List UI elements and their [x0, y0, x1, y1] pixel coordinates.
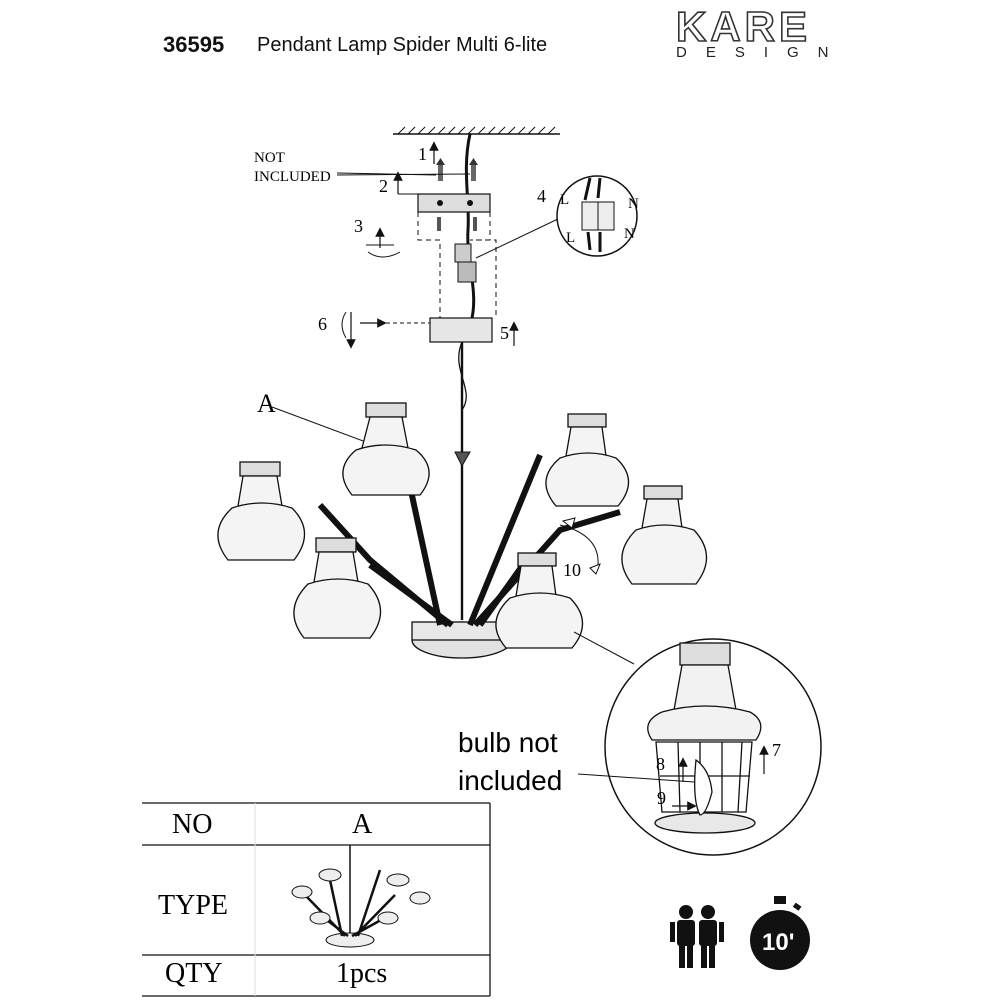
- table-row-value-qty: 1pcs: [336, 958, 387, 989]
- step-4-label: 4: [537, 186, 546, 206]
- not-included-line1: NOT: [254, 150, 285, 166]
- ceiling: [393, 126, 560, 135]
- screw-icon: [436, 158, 478, 181]
- table-row-label-type: TYPE: [158, 890, 228, 921]
- brand-logo: KARE: [675, 2, 812, 51]
- shade-detail-circle: [604, 638, 822, 856]
- table-row-label-no: NO: [172, 809, 212, 840]
- step-9-label: 9: [657, 788, 666, 808]
- terminal-block: [454, 243, 477, 283]
- mounting-bracket: [417, 193, 491, 213]
- terminal-label-l2: L: [566, 230, 575, 246]
- table-row-value-no: A: [352, 809, 373, 840]
- lamp-thumbnail: [291, 845, 431, 948]
- stopwatch-icon: [750, 896, 810, 970]
- shade-detail: [647, 642, 762, 834]
- step-5-label: 5: [500, 323, 509, 343]
- product-name: Pendant Lamp Spider Multi 6-lite: [257, 34, 548, 56]
- step-7-label: 7: [772, 740, 781, 760]
- terminal-label-n2: N: [624, 226, 635, 242]
- brand-logo-sub: DESIGN: [676, 44, 848, 61]
- canopy: [429, 317, 493, 343]
- step-6-label: 6: [318, 314, 327, 334]
- parts-table: [142, 802, 491, 997]
- product-code: 36595: [163, 32, 225, 57]
- step-2-label: 2: [379, 176, 388, 196]
- table-row-label-qty: QTY: [165, 958, 223, 989]
- step-3-label: 3: [354, 216, 363, 236]
- part-label-a: A: [257, 389, 276, 418]
- two-persons-icon: [670, 905, 724, 968]
- step-8-label: 8: [656, 754, 665, 774]
- bulb-not-included-line1: bulb not: [458, 727, 558, 758]
- spider-lamp: [217, 402, 708, 659]
- step-1-label: 1: [418, 144, 427, 164]
- not-included-line2: INCLUDED: [254, 169, 331, 185]
- terminal-label-l1: L: [560, 192, 569, 208]
- step-10-label: 10: [563, 560, 581, 580]
- assembly-time-value: 10': [762, 929, 794, 956]
- terminal-label-n1: N: [628, 196, 639, 212]
- bulb-not-included-line2: included: [458, 765, 562, 796]
